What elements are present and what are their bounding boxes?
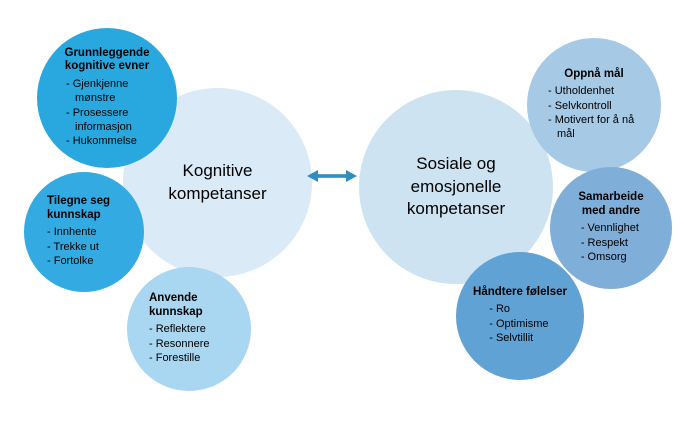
bubble-title: Håndtere følelser	[473, 285, 567, 298]
list-item: - Motivert for å nå mål	[548, 113, 635, 141]
list-item: - Utholdenhet	[548, 85, 615, 98]
bubble-list: - Vennlighet - Respekt - Omsorg	[581, 221, 641, 264]
list-item: - Hukommelse	[66, 135, 137, 148]
double-arrow-icon	[307, 168, 357, 184]
bubble-list: - Ro - Optimisme - Selvtillit	[489, 302, 551, 345]
list-item: - Vennlighet	[580, 222, 639, 235]
bubble-list: - Reflektere - Resonnere - Forestille	[149, 322, 212, 365]
list-item: - Selvkontroll	[548, 99, 612, 112]
list-item: - Respekt	[580, 236, 628, 249]
bubble-samarbeide-med-andre: Samarbeide med andre - Vennlighet - Resp…	[550, 167, 672, 289]
list-item: - Gjenkjenne mønstre	[66, 77, 129, 105]
list-item: - Optimisme	[489, 317, 549, 330]
list-item: - Trekke ut	[47, 240, 99, 253]
list-item: - Innhente	[47, 226, 97, 239]
bubble-title: Samarbeide med andre	[578, 191, 644, 217]
list-item: - Fortolke	[47, 254, 94, 267]
bubble-oppna-mal: Oppnå mål - Utholdenhet - Selvkontroll -…	[527, 38, 661, 172]
main-label-sosiale-emosjonelle: Sosiale og emosjonelle kompetanser	[406, 153, 506, 219]
bubble-title: Oppnå mål	[564, 67, 624, 80]
main-circle-sosiale-emosjonelle: Sosiale og emosjonelle kompetanser	[359, 90, 553, 284]
bubble-title: Grunnleggende kognitive evner	[64, 46, 150, 73]
list-item: - Selvtillit	[489, 332, 534, 345]
bubble-list: - Utholdenhet - Selvkontroll - Motivert …	[548, 84, 640, 141]
bubble-list: - Innhente - Trekke ut - Fortolke	[47, 225, 99, 268]
list-item: - Omsorg	[580, 250, 627, 263]
bubble-grunnleggende-kognitive-evner: Grunnleggende kognitive evner - Gjenkjen…	[37, 28, 177, 168]
list-item: - Prosessere informasjon	[66, 106, 132, 133]
main-label-kognitive: Kognitive kompetanser	[168, 160, 267, 203]
bubble-title: Anvende kunnskap	[149, 292, 203, 318]
list-item: - Ro	[489, 303, 510, 316]
bubble-handtere-folelser: Håndtere følelser - Ro - Optimisme - Sel…	[456, 252, 584, 380]
bubble-title: Tilegne seg kunnskap	[47, 195, 111, 221]
bubble-tilegne-seg-kunnskap: Tilegne seg kunnskap - Innhente - Trekke…	[24, 172, 144, 292]
list-item: - Resonnere	[149, 337, 210, 350]
bubble-list: - Gjenkjenne mønstre - Prosessere inform…	[66, 77, 148, 148]
list-item: - Forestille	[149, 351, 201, 364]
bubble-anvende-kunnskap: Anvende kunnskap - Reflektere - Resonner…	[127, 267, 251, 391]
list-item: - Reflektere	[149, 323, 206, 336]
